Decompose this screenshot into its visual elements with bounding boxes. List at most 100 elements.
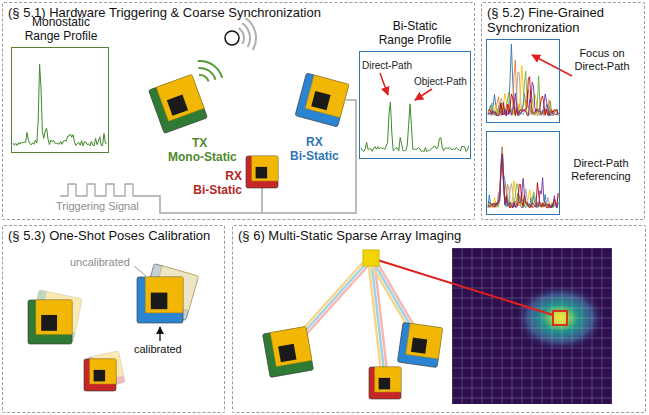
grid-line bbox=[552, 248, 553, 404]
board-antenna bbox=[252, 156, 278, 181]
board-antenna bbox=[156, 75, 204, 122]
grid-line bbox=[452, 378, 612, 379]
aligned-profile-curve bbox=[488, 66, 558, 116]
grid-line bbox=[452, 248, 453, 404]
plot-frame bbox=[486, 39, 560, 123]
grid-line bbox=[602, 248, 603, 404]
board-antenna bbox=[270, 327, 311, 367]
grid-line bbox=[452, 398, 612, 399]
board-chip bbox=[41, 315, 57, 331]
rx-radar-board bbox=[246, 156, 278, 188]
board-base bbox=[295, 73, 349, 127]
pointer-arrow bbox=[532, 55, 572, 76]
plot-title: Monostatic Range Profile bbox=[21, 16, 101, 44]
label-holder: Mono-Static bbox=[168, 151, 248, 165]
emitted-wave bbox=[199, 75, 209, 82]
board-chip bbox=[256, 167, 268, 179]
board-base bbox=[137, 277, 183, 323]
radar-board bbox=[263, 327, 314, 378]
grid-line bbox=[462, 248, 463, 404]
text-holder: (§ 5.2) Fine-Grained Synchronization bbox=[487, 6, 639, 36]
figure-label: calibrated bbox=[134, 343, 194, 356]
plot-title: Focus on Direct-Path bbox=[566, 47, 638, 72]
label-holder: RX bbox=[306, 136, 336, 150]
grid-line bbox=[532, 248, 533, 404]
scattered-wave bbox=[242, 23, 250, 47]
grid-line bbox=[452, 278, 612, 279]
aligned-profile-curve bbox=[488, 147, 558, 208]
calibrated-board bbox=[28, 300, 72, 344]
range-profile-plot: Focus on Direct-Path bbox=[486, 39, 640, 125]
aligned-profile-curve bbox=[488, 151, 558, 208]
pointer-arrow bbox=[159, 327, 160, 341]
figure-label: Triggering Signal bbox=[56, 200, 152, 213]
aligned-profile-curve bbox=[488, 82, 558, 116]
grid-line bbox=[612, 248, 613, 404]
target-pixel bbox=[553, 311, 567, 325]
section-panel: (§ 5.3) One-Shot Poses Calibration bbox=[2, 225, 225, 413]
grid-line bbox=[452, 338, 612, 339]
uncalibrated-board bbox=[30, 290, 82, 342]
grid-line bbox=[452, 248, 612, 249]
board-chip bbox=[278, 344, 296, 362]
board-chip bbox=[379, 378, 391, 390]
board-antenna bbox=[90, 359, 116, 384]
emitted-wave bbox=[198, 68, 215, 80]
figure-label: Bi-Static bbox=[290, 150, 352, 164]
trigger-pulses bbox=[60, 184, 145, 196]
figure-label: RX bbox=[200, 170, 242, 184]
aligned-profile-curve bbox=[488, 155, 558, 208]
leader-line bbox=[134, 266, 146, 276]
aligned-profile-curve bbox=[488, 147, 558, 208]
tx-radar-board bbox=[149, 75, 208, 134]
label-holder: Triggering Signal bbox=[56, 200, 152, 213]
target-object bbox=[225, 31, 239, 45]
figure-label: Bi-Static bbox=[176, 184, 242, 198]
emitted-wave bbox=[198, 61, 222, 78]
board-base bbox=[397, 322, 442, 367]
aligned-profile-curve bbox=[488, 60, 558, 116]
range-profile-curve bbox=[13, 64, 107, 146]
board-chip bbox=[94, 370, 106, 382]
aligned-profile-curve bbox=[488, 44, 558, 116]
calibrated-board bbox=[84, 359, 116, 391]
text-holder: Direct-Path Referencing bbox=[564, 157, 638, 182]
board-antenna bbox=[375, 367, 401, 392]
grid-line bbox=[482, 248, 483, 404]
pointer-arrow bbox=[380, 73, 388, 95]
trigger-wire bbox=[261, 188, 263, 213]
figure-label: Object-Path bbox=[414, 76, 470, 88]
grid-line bbox=[452, 348, 612, 349]
text-holder: Monostatic Range Profile bbox=[21, 16, 101, 44]
text-holder: Focus on Direct-Path bbox=[566, 47, 638, 72]
label-holder: RX bbox=[200, 170, 242, 184]
plot-title: Direct-Path Referencing bbox=[564, 157, 638, 182]
section-title: (§ 5.2) Fine-Grained Synchronization bbox=[487, 6, 639, 36]
aligned-profile-curve bbox=[488, 154, 558, 208]
text-holder: Bi-Static Range Profile bbox=[377, 20, 453, 48]
label-holder: TX bbox=[192, 137, 222, 151]
calibrated-board bbox=[137, 277, 183, 323]
pointer-arrow bbox=[415, 89, 432, 100]
label-holder: Object-Path bbox=[414, 76, 470, 88]
board-base bbox=[30, 290, 82, 342]
rx-radar-board bbox=[295, 73, 349, 127]
label-holder: Direct-Path bbox=[362, 60, 418, 72]
board-base bbox=[84, 359, 116, 391]
range-profile-plot: Bi-Static Range Profile bbox=[357, 17, 473, 163]
plot-title: Bi-Static Range Profile bbox=[377, 20, 453, 48]
radar-board bbox=[397, 322, 442, 367]
drawn-parts bbox=[13, 18, 558, 399]
uncalibrated-board bbox=[87, 351, 125, 389]
board-base bbox=[142, 264, 199, 321]
grid-line bbox=[452, 318, 612, 319]
figure-label: uncalibrated bbox=[70, 256, 136, 269]
heatmap bbox=[452, 248, 612, 404]
grid-line bbox=[512, 248, 513, 404]
grid-line bbox=[542, 248, 543, 404]
grid-line bbox=[452, 358, 612, 359]
board-base bbox=[87, 351, 125, 389]
aligned-profile-curve bbox=[488, 71, 558, 116]
scattered-wave bbox=[246, 18, 256, 50]
board-antenna bbox=[305, 75, 349, 117]
